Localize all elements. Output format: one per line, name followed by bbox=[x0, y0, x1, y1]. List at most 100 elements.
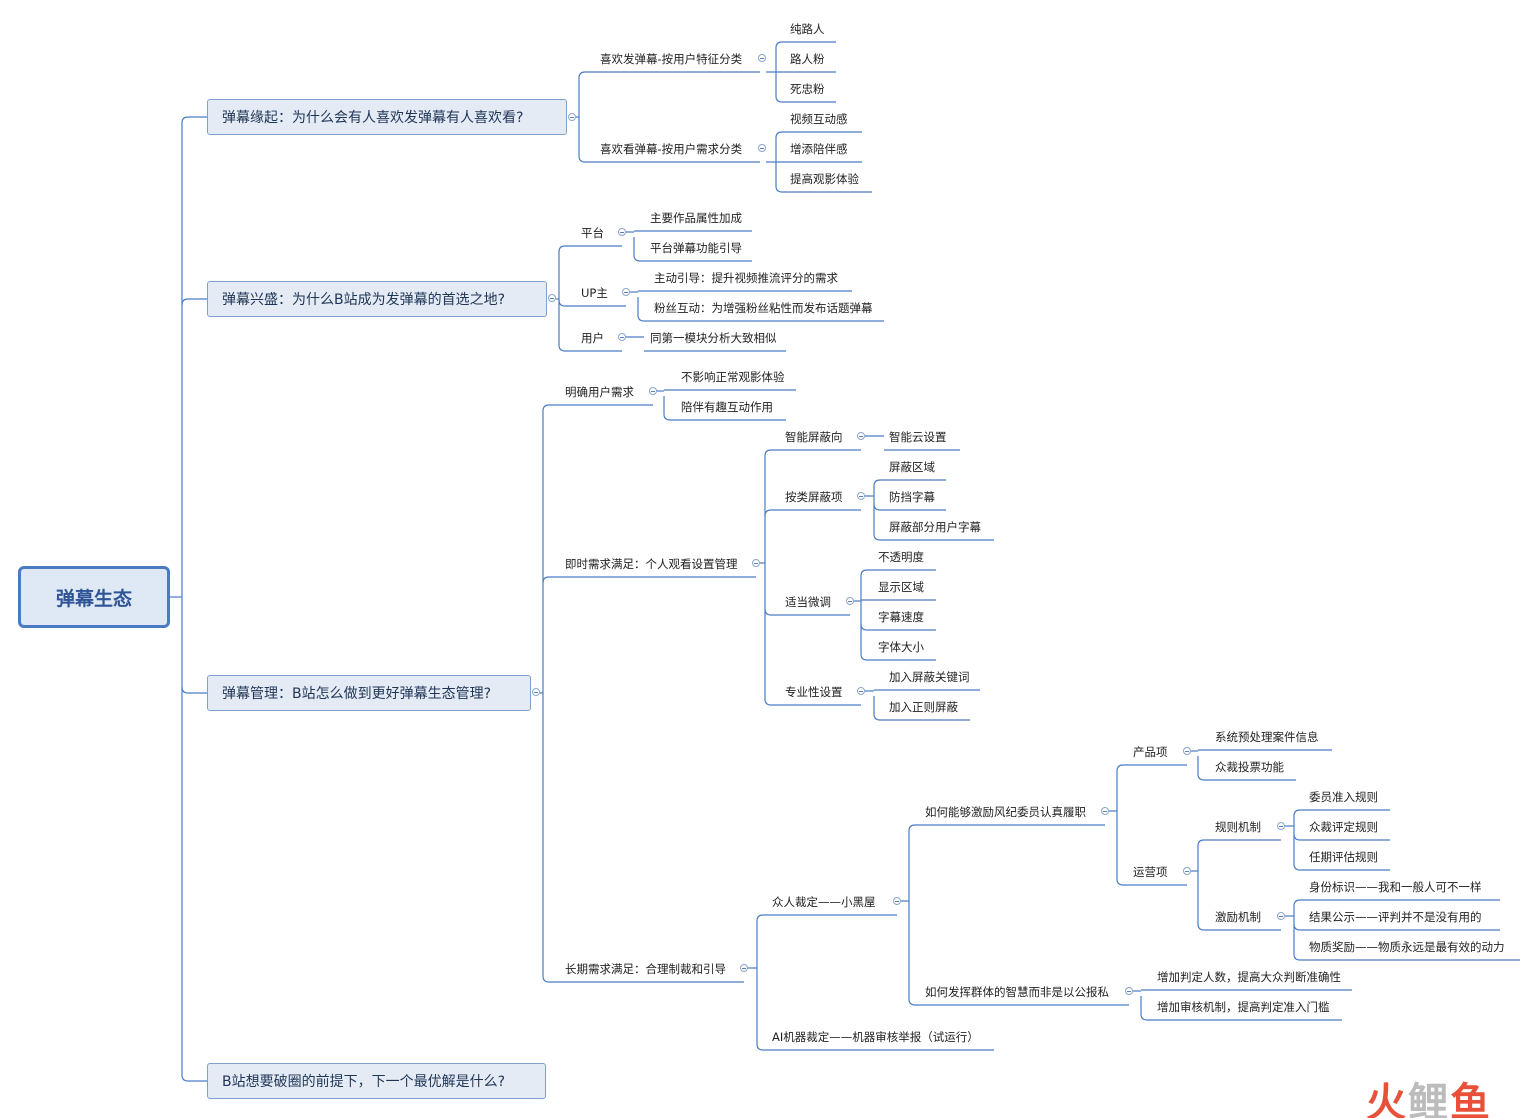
node-block-user-subtitle[interactable]: 屏蔽部分用户字幕 bbox=[889, 520, 981, 534]
node-loyal-fan[interactable]: 死忠粉 bbox=[790, 82, 825, 96]
node-ai-judgment[interactable]: AI机器裁定——机器审核举报（试运行） bbox=[772, 1030, 979, 1044]
main-topic-prosperity[interactable]: 弹幕兴盛：为什么B站成为发弹幕的首选之地? bbox=[207, 281, 547, 317]
node-active-guide[interactable]: 主动引导：提升视频推流评分的需求 bbox=[654, 271, 838, 285]
collapse-toggle-icon[interactable] bbox=[1183, 867, 1191, 875]
collapse-toggle-icon[interactable] bbox=[622, 288, 630, 296]
connector-line bbox=[908, 824, 1105, 832]
connector-line bbox=[633, 254, 752, 262]
collapse-toggle-icon[interactable] bbox=[758, 54, 766, 62]
node-identity-mark[interactable]: 身份标识——我和一般人可不一样 bbox=[1309, 880, 1482, 894]
node-like-watching[interactable]: 喜欢看弹幕-按用户需求分类 bbox=[600, 142, 743, 156]
node-user[interactable]: 用户 bbox=[581, 331, 604, 345]
node-smart-cloud[interactable]: 智能云设置 bbox=[889, 430, 947, 444]
node-speed[interactable]: 字幕速度 bbox=[878, 610, 924, 624]
node-incentive-mechanism[interactable]: 激励机制 bbox=[1215, 910, 1261, 924]
collapse-toggle-icon[interactable] bbox=[618, 333, 626, 341]
connector-line bbox=[1293, 809, 1390, 817]
node-preprocess-case[interactable]: 系统预处理案件信息 bbox=[1215, 730, 1319, 744]
node-access-rule[interactable]: 委员准入规则 bbox=[1309, 790, 1378, 804]
node-evaluation-rule[interactable]: 众裁评定规则 bbox=[1309, 820, 1378, 834]
root-topic[interactable]: 弹幕生态 bbox=[18, 566, 170, 628]
collapse-toggle-icon[interactable] bbox=[1183, 747, 1191, 755]
connector-line bbox=[542, 975, 744, 983]
node-crowd-wisdom[interactable]: 如何发挥群体的智慧而非是以公报私 bbox=[925, 985, 1109, 999]
connector-line bbox=[663, 413, 786, 421]
connector-line bbox=[908, 998, 1129, 1006]
node-clear-needs[interactable]: 明确用户需求 bbox=[565, 385, 634, 399]
node-display-area[interactable]: 显示区域 bbox=[878, 580, 924, 594]
node-viewing-experience[interactable]: 提高观影体验 bbox=[790, 172, 859, 186]
main-topic-management[interactable]: 弹幕管理：B站怎么做到更好弹幕生态管理? bbox=[207, 675, 531, 711]
node-result-publicity[interactable]: 结果公示——评判并不是没有用的 bbox=[1309, 910, 1482, 924]
node-passerby-fan[interactable]: 路人粉 bbox=[790, 52, 825, 66]
node-work-attribute[interactable]: 主要作品属性加成 bbox=[650, 211, 742, 225]
node-product-item[interactable]: 产品项 bbox=[1133, 745, 1168, 759]
node-font-size[interactable]: 字体大小 bbox=[878, 640, 924, 654]
collapse-toggle-icon[interactable] bbox=[532, 688, 540, 696]
node-pure-passerby[interactable]: 纯路人 bbox=[790, 22, 825, 36]
collapse-toggle-icon[interactable] bbox=[1277, 912, 1285, 920]
node-professional[interactable]: 专业性设置 bbox=[785, 685, 843, 699]
main-topic-next-solution[interactable]: B站想要破圈的前提下，下一个最优解是什么? bbox=[207, 1063, 546, 1099]
node-no-impact[interactable]: 不影响正常观影体验 bbox=[681, 370, 785, 384]
node-companionship[interactable]: 增添陪伴感 bbox=[790, 142, 848, 156]
collapse-toggle-icon[interactable] bbox=[1125, 987, 1133, 995]
node-fan-interaction[interactable]: 粉丝互动：为增强粉丝粘性而发布话题弹幕 bbox=[654, 301, 873, 315]
node-block-area[interactable]: 屏蔽区域 bbox=[889, 460, 935, 474]
node-instant-needs[interactable]: 即时需求满足：个人观看设置管理 bbox=[565, 557, 738, 571]
node-anti-block-subtitle[interactable]: 防挡字幕 bbox=[889, 490, 935, 504]
node-smart-block[interactable]: 智能屏蔽向 bbox=[785, 430, 843, 444]
collapse-toggle-icon[interactable] bbox=[893, 897, 901, 905]
node-more-judges[interactable]: 增加判定人数，提高大众判断准确性 bbox=[1157, 970, 1341, 984]
connector-line bbox=[578, 155, 760, 163]
node-regex-block[interactable]: 加入正则屏蔽 bbox=[889, 700, 958, 714]
connector-line bbox=[764, 509, 861, 517]
collapse-toggle-icon[interactable] bbox=[752, 559, 760, 567]
node-fine-tune[interactable]: 适当微调 bbox=[785, 595, 831, 609]
collapse-toggle-icon[interactable] bbox=[857, 687, 865, 695]
connector-line bbox=[1293, 899, 1500, 907]
connector-line bbox=[1116, 764, 1187, 772]
node-category-block[interactable]: 按类屏蔽项 bbox=[785, 490, 843, 504]
connector-line bbox=[558, 299, 626, 307]
node-similar-analysis[interactable]: 同第一模块分析大致相似 bbox=[650, 331, 777, 345]
node-vote-function[interactable]: 众裁投票功能 bbox=[1215, 760, 1284, 774]
main-topic-origin[interactable]: 弹幕缘起：为什么会有人喜欢发弹幕有人喜欢看? bbox=[207, 99, 567, 135]
collapse-toggle-icon[interactable] bbox=[857, 492, 865, 500]
connector-line bbox=[181, 298, 207, 306]
node-video-interaction[interactable]: 视频互动感 bbox=[790, 112, 848, 126]
node-opacity[interactable]: 不透明度 bbox=[878, 550, 924, 564]
node-fun-interaction[interactable]: 陪伴有趣互动作用 bbox=[681, 400, 773, 414]
node-review-mechanism[interactable]: 增加审核机制，提高判定准入门槛 bbox=[1157, 1000, 1330, 1014]
node-long-term-needs[interactable]: 长期需求满足：合理制裁和引导 bbox=[565, 962, 726, 976]
node-material-reward[interactable]: 物质奖励——物质永远是最有效的动力 bbox=[1309, 940, 1505, 954]
node-term-rule[interactable]: 任期评估规则 bbox=[1309, 850, 1378, 864]
connector-line bbox=[1140, 1013, 1342, 1021]
node-like-sending[interactable]: 喜欢发弹幕-按用户特征分类 bbox=[600, 52, 743, 66]
collapse-toggle-icon[interactable] bbox=[1101, 807, 1109, 815]
collapse-toggle-icon[interactable] bbox=[758, 144, 766, 152]
node-platform-guide[interactable]: 平台弹幕功能引导 bbox=[650, 241, 742, 255]
connector-line bbox=[181, 1074, 207, 1082]
connector-line bbox=[1197, 923, 1281, 931]
node-crowd-judgment[interactable]: 众人裁定——小黑屋 bbox=[772, 895, 876, 909]
node-rule-mechanism[interactable]: 规则机制 bbox=[1215, 820, 1261, 834]
connector-line bbox=[1293, 863, 1390, 871]
node-keyword-block[interactable]: 加入屏蔽关键词 bbox=[889, 670, 970, 684]
connector-line bbox=[558, 344, 622, 352]
node-motivate-committee[interactable]: 如何能够激励风纪委员认真履职 bbox=[925, 805, 1086, 819]
collapse-toggle-icon[interactable] bbox=[857, 432, 865, 440]
collapse-toggle-icon[interactable] bbox=[1277, 822, 1285, 830]
collapse-toggle-icon[interactable] bbox=[740, 964, 748, 972]
node-uploader[interactable]: UP主 bbox=[581, 286, 608, 300]
node-platform[interactable]: 平台 bbox=[581, 226, 604, 240]
collapse-toggle-icon[interactable] bbox=[568, 113, 576, 121]
collapse-toggle-icon[interactable] bbox=[649, 387, 657, 395]
collapse-toggle-icon[interactable] bbox=[618, 228, 626, 236]
collapse-toggle-icon[interactable] bbox=[846, 597, 854, 605]
connector-line bbox=[775, 185, 872, 193]
node-operation-item[interactable]: 运营项 bbox=[1133, 865, 1168, 879]
collapse-toggle-icon[interactable] bbox=[548, 294, 556, 302]
connector-line bbox=[764, 698, 861, 706]
